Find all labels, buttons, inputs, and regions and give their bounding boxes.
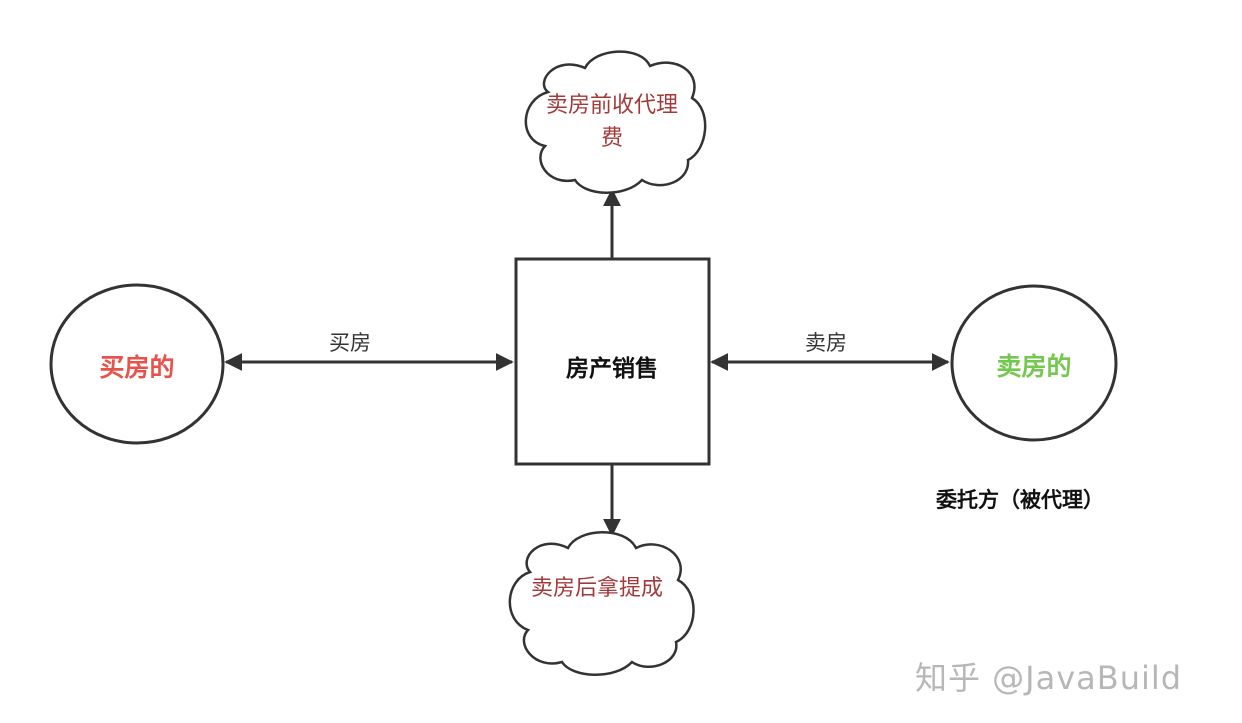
fee-cloud-label: 卖房前收代理费 [545, 93, 678, 151]
sell-edge-label: 卖房 [805, 331, 847, 355]
buyer-node [49, 283, 225, 445]
buyer-label: 买房的 [99, 353, 175, 382]
buy-edge-label: 买房 [329, 331, 371, 355]
house-sales-label: 房产销售 [566, 356, 658, 382]
seller-node [950, 284, 1118, 442]
seller-label: 卖房的 [996, 352, 1072, 381]
fee-cloud [524, 50, 707, 194]
commission-cloud [508, 531, 695, 676]
watermark: 知乎 @JavaBuild [915, 659, 1183, 697]
principal-note: 委托方（被代理） [936, 488, 1104, 512]
commission-cloud-label: 卖房后拿提成 [530, 576, 663, 601]
